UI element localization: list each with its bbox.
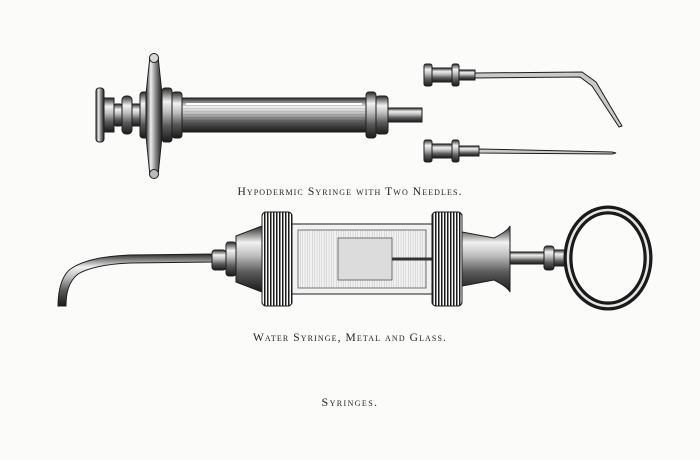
bent-needle	[423, 63, 623, 128]
thumb-cap	[95, 87, 105, 143]
plate-title: Syringes.	[321, 395, 379, 409]
hypodermic-syringe	[95, 53, 423, 179]
water-syringe	[57, 205, 653, 311]
needle-mount	[387, 107, 423, 123]
straight-needle	[423, 139, 617, 163]
rear-ribbed-ring	[431, 211, 463, 307]
front-collar	[365, 91, 377, 139]
curved-nozzle	[57, 253, 215, 307]
needle-shaft	[478, 148, 617, 155]
plunger-rod	[509, 251, 545, 265]
front-ribbed-ring	[261, 211, 293, 307]
front-cap	[235, 225, 263, 293]
water-syringe-caption: Water Syringe, Metal and Glass.	[252, 332, 448, 344]
rear-bell-cap	[461, 225, 511, 293]
needle-shaft	[474, 71, 623, 128]
plunger-rod	[103, 97, 115, 133]
finger-flange	[145, 55, 163, 177]
plunger-piston	[337, 237, 393, 281]
hypodermic-caption: Hypodermic Syringe with Two Needles.	[237, 186, 463, 198]
rear-collar	[121, 95, 133, 135]
